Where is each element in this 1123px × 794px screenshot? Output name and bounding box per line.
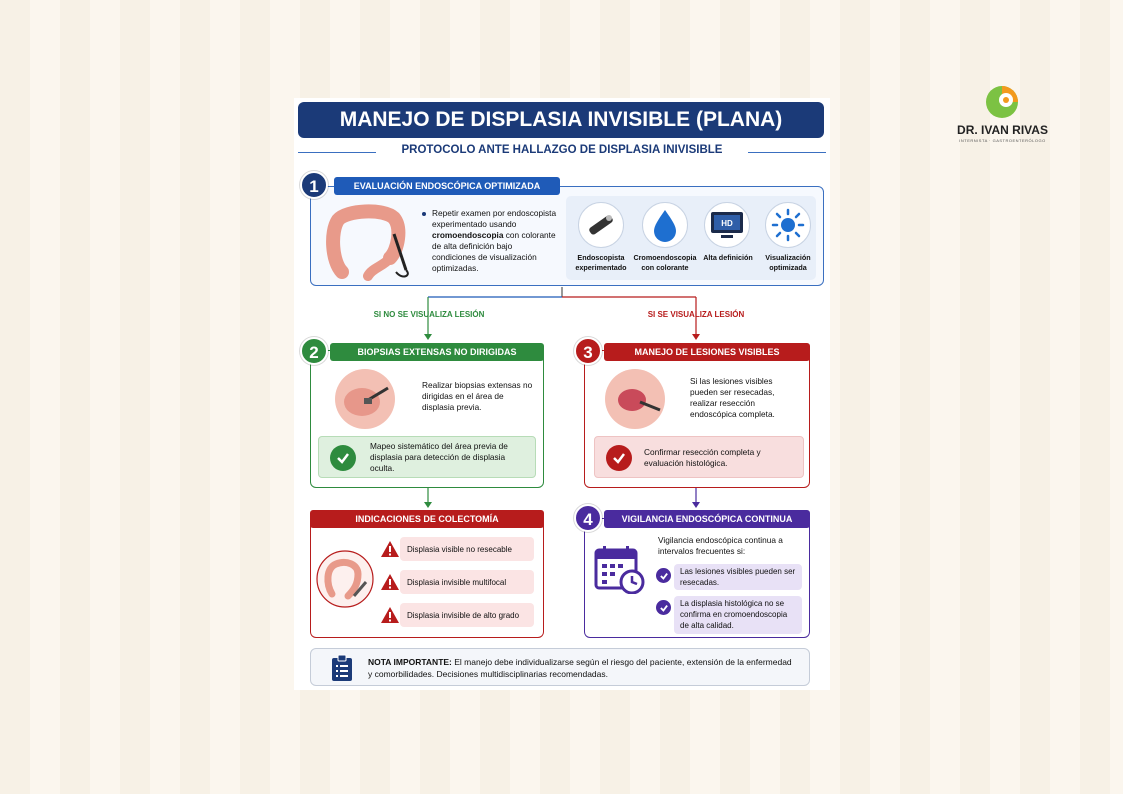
step4-header: VIGILANCIA ENDOSCÓPICA CONTINUA [604,510,810,528]
colectomy-item-3: Displasia invisible de alto grado [400,603,534,627]
step1-header: EVALUACIÓN ENDOSCÓPICA OPTIMIZADA [334,177,560,195]
note-label: NOTA IMPORTANTE: [368,657,452,667]
colectomy-illustration [316,550,374,608]
hd-monitor-icon: HD [704,202,750,248]
icon-label-chromo: Cromoendoscopia con colorante [633,253,697,272]
biopsy-illustration [334,368,396,430]
step2-text: Realizar biopsias extensas no dirigidas … [422,380,533,412]
subtitle-rule-left [298,152,376,153]
branch-label-no-lesion: SI NO SE VISUALIZA LESIÓN [373,310,485,319]
check-circle-icon [656,600,671,615]
step4-text: Vigilancia endoscópica continua a interv… [658,535,783,556]
bullet-icon [422,212,426,216]
step2-note-text: Mapeo sistemático del área previa de dis… [370,441,508,473]
icon-label-hd: Alta definición [703,253,753,262]
step3-text: Si las lesiones visibles pueden ser rese… [690,376,775,419]
step4-item-1: Las lesiones visibles pueden ser resecad… [674,564,802,590]
brand-tagline: INTERNISTA · GASTROENTERÓLOGO [959,138,1046,143]
note-text: NOTA IMPORTANTE: El manejo debe individu… [368,656,798,680]
calendar-clock-icon [592,544,646,595]
colectomy-item-2: Displasia invisible multifocal [400,570,534,594]
icon-label-visual: Visualización optimizada [765,253,811,272]
subtitle: PROTOCOLO ANTE HALLAZGO DE DISPLASIA INI… [401,144,723,156]
warning-icon [380,573,400,596]
step2-number: 2 [300,337,328,365]
warning-icon [380,540,400,563]
warning-icon [380,606,400,629]
step2-header: BIOPSIAS EXTENSAS NO DIRIGIDAS [330,343,544,361]
brand-name: DR. IVAN RIVAS [957,123,1048,137]
subtitle-rule-right [748,152,826,153]
check-circle-icon [330,445,356,471]
step1-number: 1 [300,171,328,199]
icon-label-endoscopist: Endoscopista experimentado [575,253,627,272]
dye-drop-icon [642,202,688,248]
colon-illustration [324,202,414,282]
endoscope-icon [578,202,624,248]
infographic: MANEJO DE DISPLASIA INVISIBLE (PLANA) PR… [294,98,830,690]
brand-logo [980,84,1024,120]
note-box [310,648,810,686]
step2-note [318,436,536,478]
resection-illustration [604,368,666,430]
hd-badge: HD [721,219,733,228]
step3-number: 3 [574,337,602,365]
step1-text-b: con colorante de alta definición bajo co… [432,230,556,273]
subtitle-row: PROTOCOLO ANTE HALLAZGO DE DISPLASIA INI… [294,144,830,156]
step3-header: MANEJO DE LESIONES VISIBLES [604,343,810,361]
step4-item-2: La displasia histológica no se confirma … [674,596,802,634]
flow-connectors [424,287,700,508]
colectomy-item-1: Displasia visible no resecable [400,537,534,561]
step1-text-bold: cromoendoscopia [432,230,504,240]
step4-number: 4 [574,504,602,532]
clipboard-icon [330,654,354,682]
light-icon [765,202,811,248]
page-title: MANEJO DE DISPLASIA INVISIBLE (PLANA) [298,102,824,138]
step1-text: Repetir examen por endoscopista experime… [432,208,557,274]
check-circle-icon [656,568,671,583]
step1-text-a: Repetir examen por endoscopista experime… [432,208,557,229]
colectomy-header: INDICACIONES DE COLECTOMÍA [310,510,544,528]
step3-note-text: Confirmar resección completa y evaluació… [644,447,761,468]
note-body: El manejo debe individualizarse según el… [368,657,792,679]
check-circle-icon [606,445,632,471]
branch-label-lesion: SI SE VISUALIZA LESIÓN [647,310,745,319]
